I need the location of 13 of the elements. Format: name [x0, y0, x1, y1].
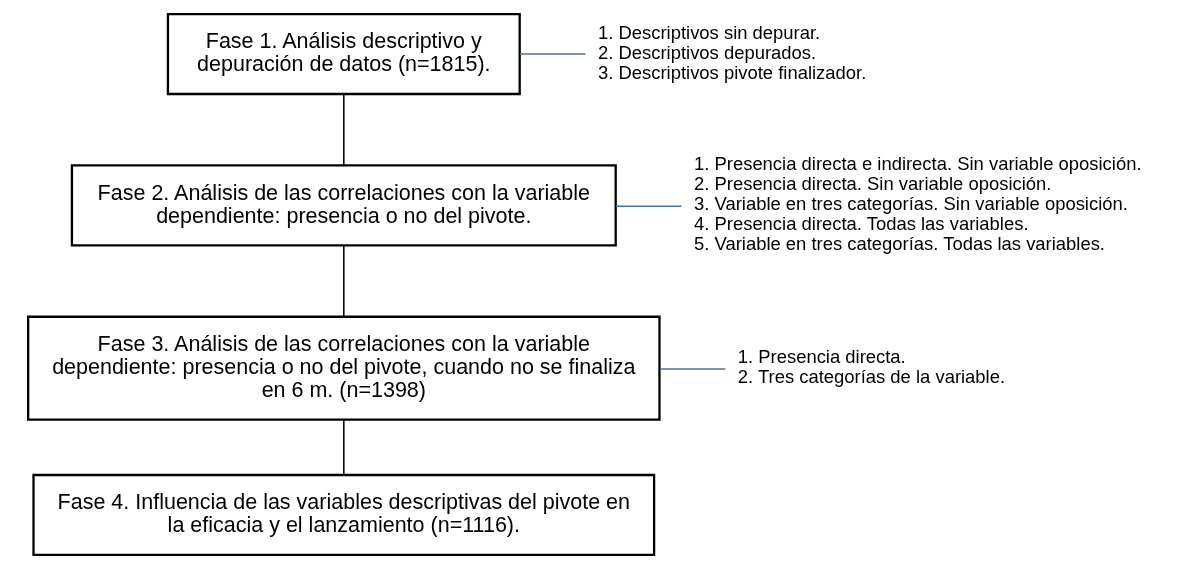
node-box: Fase 2. Análisis de las correlaciones con la variable dependiente: presencia o no del pivote.	[70, 164, 617, 247]
connector	[614, 205, 682, 207]
node-box: Fase 4. Influencia de las variables descriptivas del pivote en la eficacia y el lanzamiento (n=1116).	[31, 473, 655, 556]
node-box: Fase 1. Análisis descriptivo y depuración de datos (n=1815).	[166, 13, 521, 96]
connector	[342, 244, 345, 318]
connector	[342, 93, 345, 166]
node-box: Fase 3. Análisis de las correlaciones con la variable dependiente: presencia o no del pivote, cuando no se finaliza en 6 m. (n=1398)	[26, 315, 661, 421]
node-text: 1. Descriptivos sin depurar. 2. Descriptivos depurados. 3. Descriptivos pivote finalizador.	[597, 21, 866, 83]
connector	[658, 368, 726, 370]
node-text: 1. Presencia directa. 2. Tres categorías de la variable.	[737, 345, 1005, 387]
connector	[342, 419, 345, 476]
node-text: 1. Presencia directa e indirecta. Sin variable oposición. 2. Presencia directa. Sin variable oposición. 3. Variable en tres categorías. Sin variable oposición. 4. Presencia directa. Todas las variables. 5. Variable en tres categorías. Todas las variables.	[693, 153, 1142, 255]
connector	[518, 53, 586, 55]
